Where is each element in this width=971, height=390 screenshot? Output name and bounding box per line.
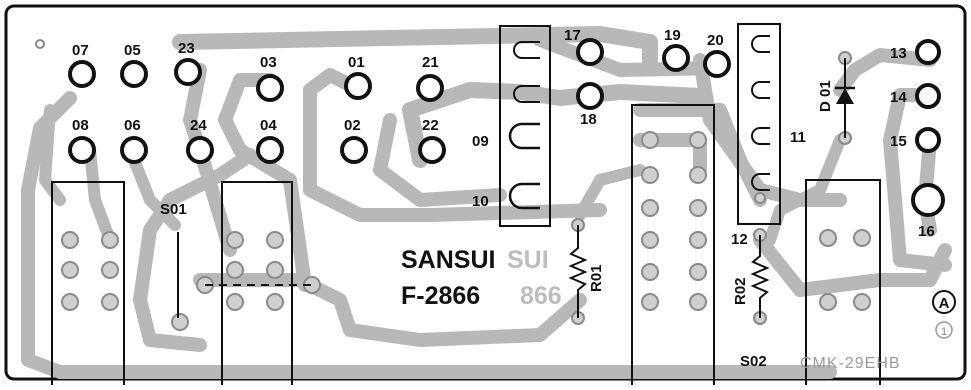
pad-08: [68, 136, 96, 164]
label-08: 08: [72, 117, 89, 134]
resistor-r01: [568, 225, 588, 318]
model-name: SANSUI: [401, 246, 495, 274]
connector-mid: [631, 104, 715, 385]
connector-outlines: [51, 23, 881, 385]
connector-right: [805, 179, 881, 385]
label-11: 11: [790, 129, 806, 146]
label-12: 12: [731, 231, 748, 248]
pad-06: [120, 136, 148, 164]
label-r01: R01: [588, 264, 605, 292]
label-14: 14: [890, 89, 907, 106]
label-20: 20: [707, 32, 724, 49]
label-17: 17: [564, 27, 581, 44]
revision-sub-circle: [935, 321, 953, 339]
pad-02: [340, 136, 368, 164]
connector-center: [221, 181, 293, 385]
pad-17: [576, 38, 604, 66]
pad-04: [256, 136, 284, 164]
label-s02: S02: [740, 353, 767, 370]
label-18: 18: [580, 111, 597, 128]
label-13: 13: [890, 45, 907, 62]
part-ghost: 866: [520, 282, 562, 310]
part-number: F-2866: [401, 282, 480, 310]
label-23: 23: [178, 40, 195, 57]
header-fingers: [508, 35, 770, 210]
label-19: 19: [664, 27, 681, 44]
pad-05: [120, 60, 148, 88]
connector-left: [51, 181, 125, 385]
label-03: 03: [260, 54, 277, 71]
label-05: 05: [124, 42, 141, 59]
pad-07: [68, 60, 96, 88]
label-09: 09: [472, 133, 489, 150]
pcb-code: CMK-29EHB: [800, 355, 901, 372]
label-24: 24: [190, 117, 207, 134]
revision-sub: 1: [941, 326, 947, 338]
label-15: 15: [890, 133, 907, 150]
pad-22: [418, 136, 446, 164]
label-06: 06: [124, 117, 141, 134]
connector-pins: [61, 51, 871, 331]
label-04: 04: [260, 117, 277, 134]
label-21: 21: [422, 54, 439, 71]
pad-19: [662, 44, 690, 72]
pad-labels: 07 05 23 03 01 21 17 19 20 13 14 15 16 0…: [72, 27, 935, 248]
revision-circle: [932, 290, 956, 314]
pad-24: [186, 136, 214, 164]
pad-18: [576, 82, 604, 110]
resistor-r02: [750, 235, 770, 318]
label-02: 02: [344, 117, 361, 134]
revision-mark: A: [939, 295, 950, 312]
pad-21: [416, 74, 444, 102]
label-d01: D 01: [817, 80, 834, 112]
pad-23: [174, 58, 202, 86]
pad-14: [915, 83, 941, 109]
label-s01: S01: [160, 201, 187, 218]
mounting-hole: [35, 39, 45, 49]
label-10: 10: [472, 193, 489, 210]
model-ghost: SUI: [507, 246, 549, 274]
label-r02: R02: [732, 277, 749, 305]
pad-20: [703, 50, 731, 78]
pad-03: [256, 74, 284, 102]
pad-16: [911, 183, 945, 217]
label-07: 07: [72, 42, 89, 59]
round-pads: [68, 38, 945, 217]
diode-d01: [835, 58, 855, 138]
label-01: 01: [348, 54, 365, 71]
label-16: 16: [918, 223, 935, 240]
label-22: 22: [422, 117, 439, 134]
pad-01: [344, 72, 372, 100]
header-11: [737, 23, 781, 225]
pad-15: [915, 127, 941, 153]
header-09-10: [499, 25, 551, 227]
pad-13: [915, 39, 941, 65]
